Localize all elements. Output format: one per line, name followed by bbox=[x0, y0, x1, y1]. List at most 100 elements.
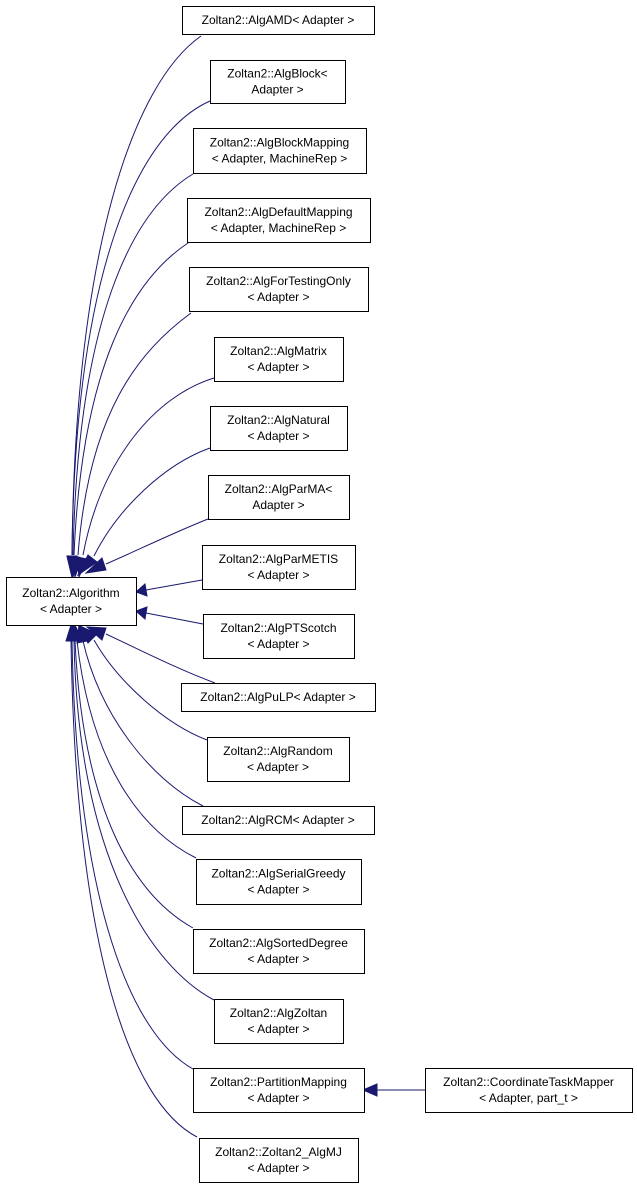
edge-block-to-algorithm bbox=[66, 100, 211, 578]
class-node-label-line: Zoltan2::AlgParMETIS bbox=[219, 552, 338, 566]
class-node-label-line: Zoltan2::AlgPTScotch bbox=[220, 621, 336, 635]
nodes-layer: Zoltan2::Algorithm< Adapter >Zoltan2::Al… bbox=[6, 6, 633, 1183]
edge-line bbox=[71, 640, 194, 1070]
class-node-label-line: < Adapter > bbox=[247, 637, 309, 651]
class-node-box bbox=[193, 929, 365, 974]
edge-algmj-to-algorithm bbox=[65, 623, 198, 1138]
edge-line bbox=[105, 633, 216, 684]
class-node-box bbox=[425, 1068, 633, 1113]
class-node-label-line: Zoltan2::AlgMatrix bbox=[230, 344, 327, 358]
class-node-label-line: < Adapter > bbox=[247, 952, 309, 966]
class-node-box bbox=[182, 806, 375, 835]
edge-coordtaskmapper-to-partitionmapping bbox=[361, 1083, 425, 1097]
class-node-box bbox=[193, 1068, 365, 1113]
class-node-label-line: Zoltan2::AlgSerialGreedy bbox=[211, 867, 345, 881]
class-node-box bbox=[187, 198, 371, 243]
edge-line bbox=[145, 612, 204, 625]
class-node-pulp[interactable]: Zoltan2::AlgPuLP< Adapter > bbox=[181, 683, 376, 712]
class-node-box bbox=[6, 577, 137, 626]
edge-line bbox=[93, 447, 211, 557]
class-node-parmetis[interactable]: Zoltan2::AlgParMETIS< Adapter > bbox=[202, 545, 356, 590]
class-node-defaultmapping[interactable]: Zoltan2::AlgDefaultMapping< Adapter, Mac… bbox=[187, 198, 371, 243]
class-node-coordtaskmapper[interactable]: Zoltan2::CoordinateTaskMapper< Adapter, … bbox=[425, 1068, 633, 1113]
class-node-serialgreedy[interactable]: Zoltan2::AlgSerialGreedy< Adapter > bbox=[196, 859, 362, 905]
class-node-label-line: Zoltan2::AlgNatural bbox=[227, 413, 330, 427]
class-node-label-line: Zoltan2::AlgForTestingOnly bbox=[206, 274, 351, 288]
edge-parma-to-algorithm bbox=[84, 518, 209, 574]
class-node-label-line: Zoltan2::AlgSortedDegree bbox=[209, 936, 348, 950]
class-node-box bbox=[189, 267, 369, 312]
class-node-box bbox=[182, 6, 375, 35]
class-node-label-line: < Adapter > bbox=[247, 429, 309, 443]
class-node-blockmapping[interactable]: Zoltan2::AlgBlockMapping< Adapter, Machi… bbox=[193, 128, 367, 174]
edge-line bbox=[76, 640, 197, 859]
class-node-label-line: < Adapter > bbox=[247, 760, 309, 774]
class-node-fortesting[interactable]: Zoltan2::AlgForTestingOnly< Adapter > bbox=[189, 267, 369, 312]
edge-line bbox=[77, 312, 192, 556]
class-node-label-line: Zoltan2::Algorithm bbox=[22, 586, 119, 600]
class-node-label-line: < Adapter > bbox=[247, 360, 309, 374]
edge-arrowhead bbox=[65, 623, 77, 642]
class-node-label-line: Zoltan2::AlgPuLP< Adapter > bbox=[200, 690, 355, 704]
class-node-box bbox=[181, 683, 376, 712]
class-node-algmj[interactable]: Zoltan2::Zoltan2_AlgMJ< Adapter > bbox=[199, 1138, 359, 1183]
edge-random-to-algorithm bbox=[76, 623, 208, 741]
class-node-matrix[interactable]: Zoltan2::AlgMatrix< Adapter > bbox=[214, 337, 344, 382]
edge-arrowhead bbox=[76, 554, 98, 577]
edge-line bbox=[105, 518, 209, 565]
edge-arrowhead bbox=[135, 583, 148, 597]
class-node-label-line: Zoltan2::AlgBlock< bbox=[227, 67, 327, 81]
class-node-label-line: Zoltan2::PartitionMapping bbox=[210, 1075, 347, 1089]
class-node-box bbox=[210, 406, 348, 451]
class-node-zoltan[interactable]: Zoltan2::AlgZoltan< Adapter > bbox=[214, 999, 344, 1044]
class-node-random[interactable]: Zoltan2::AlgRandom< Adapter > bbox=[207, 737, 350, 782]
class-node-label-line: Zoltan2::AlgParMA< bbox=[225, 482, 333, 496]
edge-natural-to-algorithm bbox=[76, 447, 211, 577]
class-node-label-line: Zoltan2::CoordinateTaskMapper bbox=[443, 1075, 614, 1089]
edge-line bbox=[73, 640, 215, 1001]
edge-line bbox=[70, 640, 198, 1138]
edge-pulp-to-algorithm bbox=[85, 626, 216, 684]
class-node-algorithm[interactable]: Zoltan2::Algorithm< Adapter > bbox=[6, 577, 137, 626]
class-node-box bbox=[203, 614, 355, 659]
edge-line bbox=[71, 100, 211, 556]
class-node-box bbox=[199, 1138, 359, 1183]
edge-line bbox=[93, 639, 208, 741]
edge-line bbox=[71, 35, 202, 556]
class-node-label-line: < Adapter, MachineRep > bbox=[212, 152, 347, 166]
class-node-box bbox=[214, 337, 344, 382]
class-node-natural[interactable]: Zoltan2::AlgNatural< Adapter > bbox=[210, 406, 348, 451]
class-node-rcm[interactable]: Zoltan2::AlgRCM< Adapter > bbox=[182, 806, 375, 835]
class-node-label-line: < Adapter, part_t > bbox=[479, 1091, 578, 1105]
class-node-box bbox=[210, 60, 346, 104]
class-node-label-line: < Adapter > bbox=[247, 1161, 309, 1175]
edge-rcm-to-algorithm bbox=[76, 623, 204, 807]
edge-defaultmapping-to-algorithm bbox=[68, 242, 189, 578]
edge-line bbox=[82, 640, 204, 807]
class-node-label-line: Zoltan2::AlgRandom bbox=[223, 744, 332, 758]
class-node-partitionmapping[interactable]: Zoltan2::PartitionMapping< Adapter > bbox=[193, 1068, 365, 1113]
class-node-label-line: Zoltan2::AlgBlockMapping bbox=[210, 136, 349, 150]
class-node-label-line: Adapter > bbox=[252, 498, 304, 512]
class-node-label-line: < Adapter > bbox=[247, 290, 309, 304]
class-node-block[interactable]: Zoltan2::AlgBlock<Adapter > bbox=[210, 60, 346, 104]
edge-line bbox=[73, 242, 189, 556]
edge-arrowhead bbox=[361, 1083, 378, 1097]
edge-amd-to-algorithm bbox=[66, 35, 202, 578]
class-node-label-line: < Adapter > bbox=[247, 1091, 309, 1105]
edge-arrowhead bbox=[84, 557, 107, 574]
class-node-sorteddegree[interactable]: Zoltan2::AlgSortedDegree< Adapter > bbox=[193, 929, 365, 974]
edge-line bbox=[82, 377, 215, 556]
class-node-label-line: < Adapter > bbox=[247, 883, 309, 897]
edge-serialgreedy-to-algorithm bbox=[71, 623, 197, 859]
class-node-parma[interactable]: Zoltan2::AlgParMA<Adapter > bbox=[208, 475, 350, 520]
class-node-box bbox=[196, 859, 362, 905]
edge-arrowhead bbox=[135, 606, 148, 620]
edges-layer bbox=[65, 35, 425, 1138]
class-node-amd[interactable]: Zoltan2::AlgAMD< Adapter > bbox=[182, 6, 375, 35]
class-node-ptscotch[interactable]: Zoltan2::AlgPTScotch< Adapter > bbox=[203, 614, 355, 659]
class-node-box bbox=[214, 999, 344, 1044]
class-node-box bbox=[202, 545, 356, 590]
class-node-label-line: Zoltan2::AlgRCM< Adapter > bbox=[201, 813, 354, 827]
